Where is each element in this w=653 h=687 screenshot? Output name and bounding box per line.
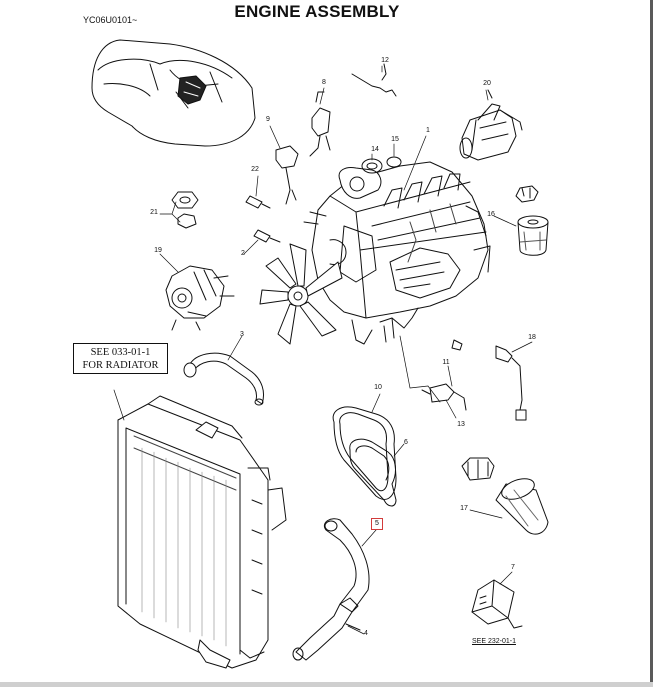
sensor-harness-illustration (422, 340, 466, 410)
upper-radiator-hose-illustration (184, 353, 264, 405)
part-number-12: 12 (381, 57, 389, 64)
page-title: ENGINE ASSEMBLY (234, 2, 400, 21)
part-number-9: 9 (266, 116, 270, 123)
lower-radiator-hose-illustration (324, 519, 369, 612)
controller-module-illustration (472, 580, 522, 628)
engine-cover-illustration (92, 40, 255, 146)
engine-block-illustration (304, 162, 490, 344)
temperature-sensor-illustration (246, 196, 280, 242)
part-number-15: 15 (391, 136, 399, 143)
radiator-reference-callout: SEE 033-01-1 FOR RADIATOR (73, 343, 168, 374)
starter-motor-illustration (460, 90, 522, 160)
pressure-sender-illustration (496, 346, 526, 420)
window-edge-bottom (0, 682, 653, 687)
radiator-illustration (118, 396, 286, 668)
leader-lines (114, 66, 532, 634)
callout-line-2: FOR RADIATOR (82, 359, 159, 371)
part-number-2: 2 (241, 250, 245, 257)
part-number-16: 16 (487, 211, 495, 218)
part-number-13: 13 (457, 421, 465, 428)
part-number-18: 18 (528, 334, 536, 341)
window-edge-right (650, 0, 653, 687)
part-number-14: 14 (371, 146, 379, 153)
thermostat-illustration (172, 192, 198, 228)
oil-filter-illustration (462, 458, 548, 534)
part-number-11: 11 (442, 359, 450, 366)
part-number-6: 6 (404, 439, 408, 446)
drive-belts-illustration (333, 407, 396, 506)
part-number-7: 7 (511, 564, 515, 571)
part-number-1: 1 (426, 127, 430, 134)
callout-line-1: SEE 033-01-1 (90, 347, 151, 358)
part-number-3: 3 (240, 331, 244, 338)
part-number-19: 19 (154, 247, 162, 254)
fuel-filter-illustration (516, 186, 548, 255)
figure-code: YC06U0101~ (83, 15, 138, 25)
cooling-fan-illustration (260, 244, 342, 344)
part-number-22: 22 (251, 166, 259, 173)
part-number-8: 8 (322, 79, 326, 86)
see-reference-link[interactable]: SEE 232-01-1 (472, 638, 516, 645)
part-number-17: 17 (460, 505, 468, 512)
alternator-illustration (166, 266, 234, 330)
part-number-4: 4 (364, 630, 368, 637)
water-pump-hose-illustration (293, 598, 360, 660)
part-number-20: 20 (483, 80, 491, 87)
part-number-5: 5 (375, 520, 379, 527)
part-number-10: 10 (374, 384, 382, 391)
injector-pump-parts-illustration (276, 64, 396, 204)
part-number-21: 21 (150, 209, 158, 216)
highlight-box-part-5 (371, 518, 383, 530)
